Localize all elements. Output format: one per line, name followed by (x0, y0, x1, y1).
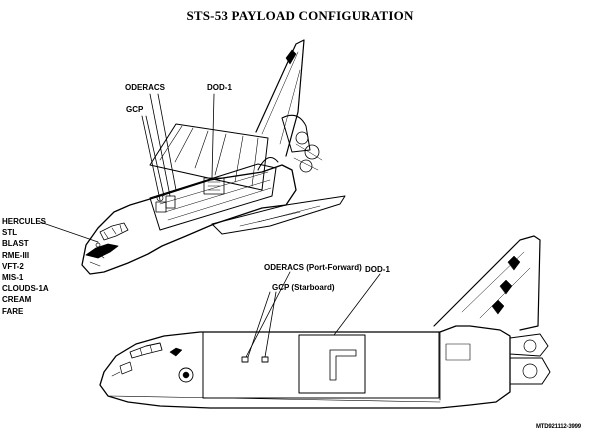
experiment-item: CLOUDS-1A (2, 284, 49, 294)
lower-payload-bay (202, 331, 440, 399)
lower-gcp-label: GCP (Starboard) (272, 283, 335, 292)
upper-fuselage (81, 164, 297, 275)
experiment-item: VFT-2 (2, 261, 24, 271)
upper-open-bay-door (149, 123, 269, 191)
lower-oderacs-label: ODERACS (Port-Forward) (264, 263, 362, 272)
lower-dod-label: DOD-1 (365, 265, 390, 274)
experiment-list: HERCULES STL BLAST RME-III VFT-2 MIS-1 C… (2, 216, 49, 317)
lower-crew-hatch (178, 367, 194, 383)
upper-orbiter (39, 39, 346, 275)
upper-tail-fin (255, 39, 305, 157)
lower-oderacs-leader (245, 271, 291, 358)
upper-payload-bay (149, 163, 277, 231)
lower-dod-box (298, 334, 366, 394)
upper-oderacs-canister (165, 195, 176, 209)
upper-oderacs-label: ODERACS (125, 83, 166, 92)
document-id: MTD921112-3999 (536, 424, 581, 430)
lower-cockpit-windows (129, 342, 163, 359)
experiment-item: HERCULES (2, 217, 47, 226)
lower-gcp-box (261, 356, 269, 363)
upper-gcp-leader (141, 115, 165, 201)
upper-dod-leader (211, 93, 215, 179)
lower-fuselage (99, 325, 511, 409)
upper-oderacs-leader (149, 93, 177, 197)
experiment-item: CREAM (2, 295, 32, 305)
page-title: STS-53 PAYLOAD CONFIGURATION (186, 8, 414, 23)
experiment-item: FARE (2, 306, 24, 316)
experiment-item: BLAST (2, 239, 29, 249)
upper-wing (211, 195, 346, 235)
upper-dod-label: DOD-1 (207, 83, 232, 92)
lower-main-engines (509, 333, 549, 357)
experiment-item: MIS-1 (2, 273, 24, 283)
upper-dod-box (203, 177, 225, 195)
upper-gcp-label: GCP (126, 105, 144, 114)
upper-experiments-leader (39, 221, 99, 243)
lower-orbiter (99, 235, 551, 409)
lower-dod-leader (333, 273, 381, 336)
lower-gcp-leader (247, 291, 277, 358)
lower-oderacs-box (241, 356, 249, 363)
lower-tail-fin (433, 235, 541, 331)
experiment-item: STL (2, 228, 18, 238)
experiment-item: RME-III (2, 250, 30, 260)
